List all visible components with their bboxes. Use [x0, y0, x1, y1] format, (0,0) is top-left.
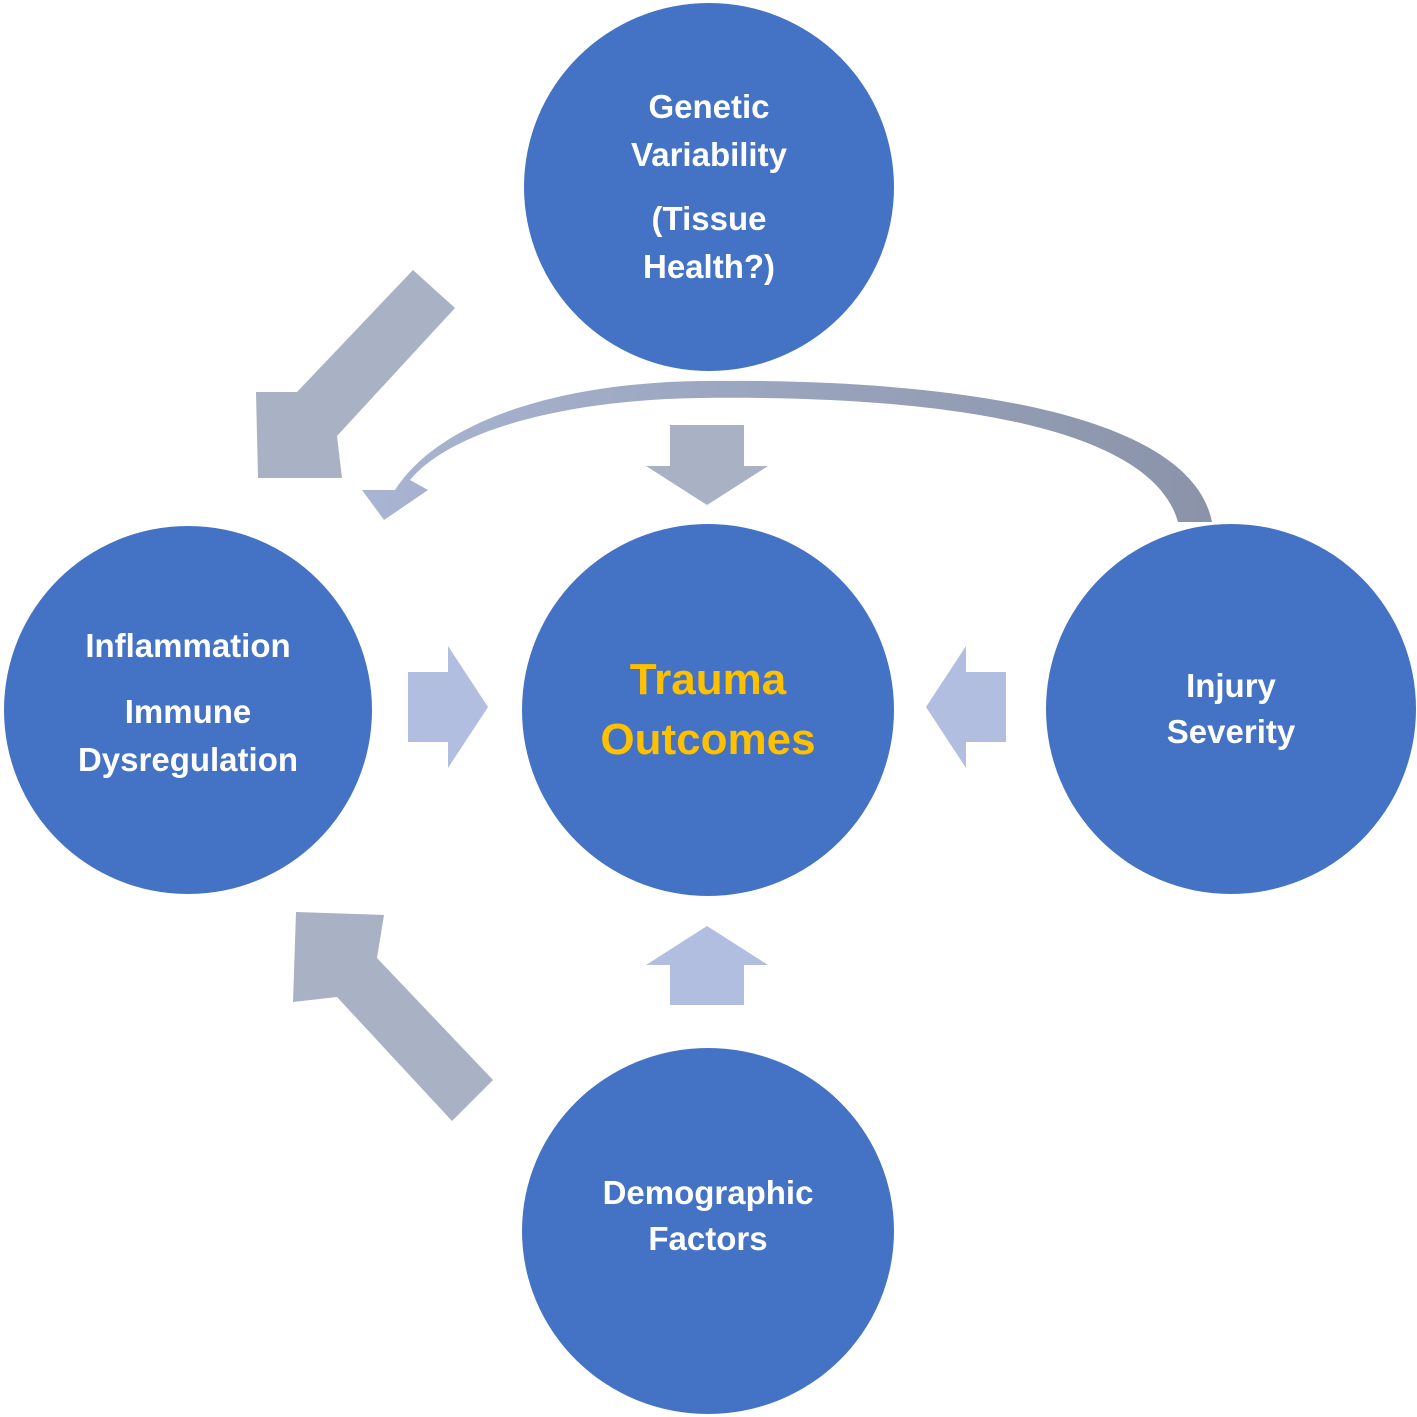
arrow-demographic-to-outcomes — [646, 926, 768, 1005]
node-trauma-outcomes: Trauma Outcomes — [522, 524, 894, 896]
node-injury-severity: Injury Severity — [1046, 524, 1416, 894]
node-inflammation-immune-dysregulation: Inflammation Immune Dysregulation — [4, 526, 372, 894]
arrow-inflammation-to-outcomes — [408, 646, 488, 768]
arrow-demographic-to-inflammation — [293, 912, 493, 1121]
node-demographic-factors: Demographic Factors — [522, 1048, 894, 1414]
node-inflammation-line-2: Immune — [124, 693, 252, 730]
arrow-genetic-to-outcomes — [646, 425, 768, 505]
arrow-genetic-to-inflammation — [256, 270, 455, 478]
node-injury-line-1: Injury — [1186, 667, 1276, 704]
node-genetic-line-2: Variability — [631, 136, 787, 173]
arrow-injury-to-inflammation — [362, 380, 1212, 522]
node-demographic-line-2: Factors — [648, 1220, 768, 1257]
node-inflammation-line-1: Inflammation — [85, 627, 291, 664]
node-genetic-variability: Genetic Variability (Tissue Health?) — [524, 3, 894, 371]
node-genetic-line-3: (Tissue — [651, 200, 767, 237]
node-outcomes-line-2: Outcomes — [600, 715, 816, 764]
node-genetic-line-1: Genetic — [648, 88, 770, 125]
node-demographic-line-1: Demographic — [602, 1174, 814, 1211]
node-injury-line-2: Severity — [1166, 713, 1296, 750]
node-outcomes-line-1: Trauma — [629, 655, 787, 704]
arrow-injury-to-outcomes — [926, 646, 1006, 768]
node-inflammation-line-3: Dysregulation — [77, 741, 299, 778]
node-genetic-line-4: Health?) — [643, 248, 775, 285]
